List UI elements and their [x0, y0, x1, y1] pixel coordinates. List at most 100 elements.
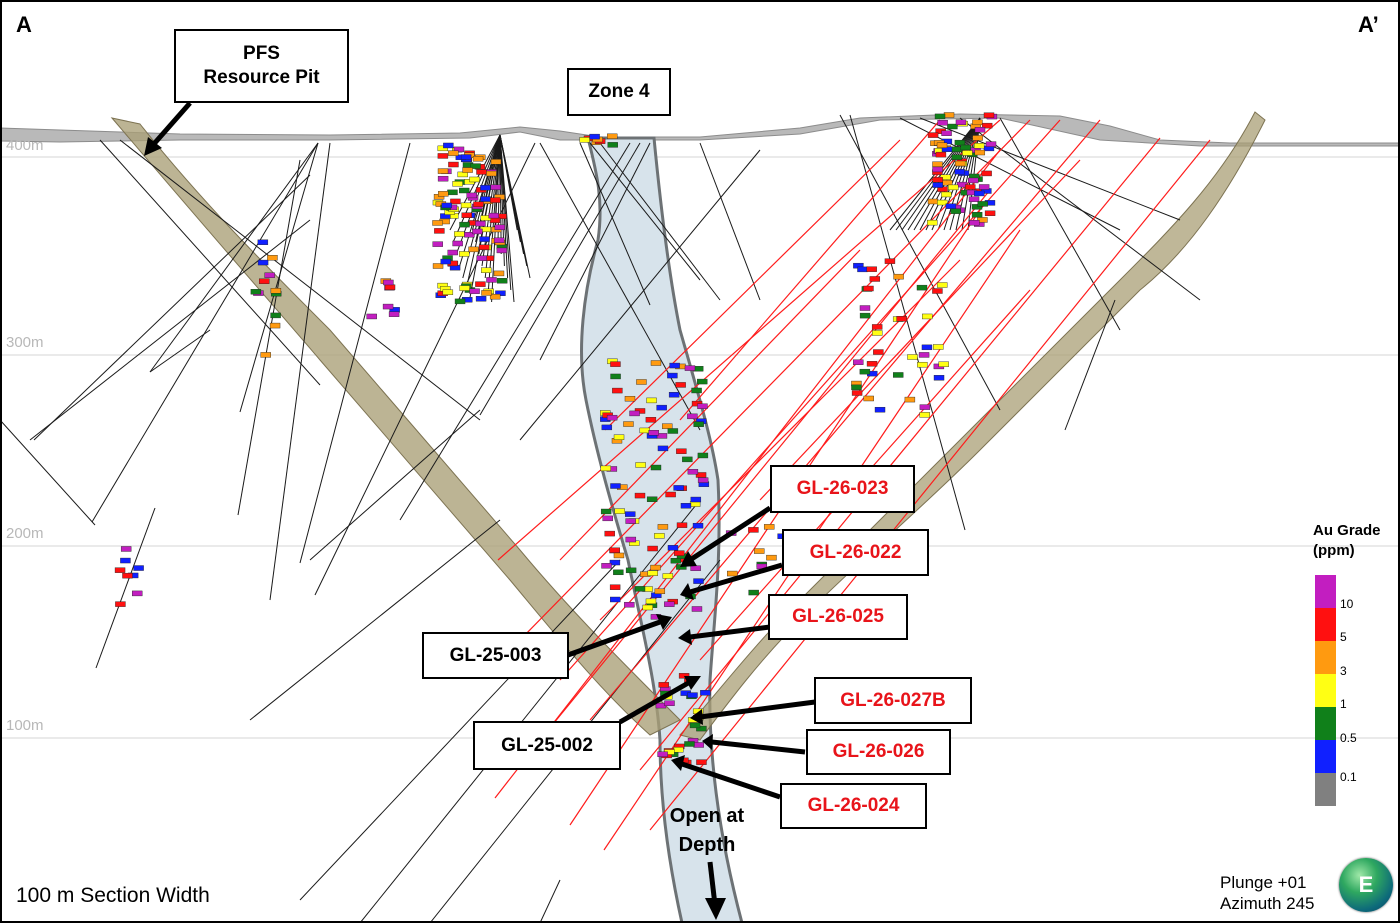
- assay-intercept: [954, 169, 965, 175]
- assay-intercept: [120, 546, 132, 552]
- assay-intercept: [480, 184, 491, 191]
- assay-intercept: [475, 296, 487, 302]
- assay-intercept: [984, 210, 996, 216]
- assay-intercept: [955, 119, 967, 126]
- hole-label-gl-25-003: GL-25-003: [422, 632, 569, 679]
- assay-intercept: [690, 496, 702, 503]
- assay-intercept: [859, 368, 871, 375]
- old-drill-trace: [149, 329, 211, 373]
- assay-intercept: [748, 589, 759, 596]
- old-drill-trace: [539, 142, 651, 361]
- old-drill-trace: [589, 142, 701, 281]
- assay-intercept: [440, 258, 451, 265]
- assay-intercept: [872, 330, 883, 336]
- old-drill-trace: [913, 117, 981, 231]
- assay-intercept: [973, 142, 985, 149]
- old-drill-trace: [249, 519, 501, 721]
- assay-intercept: [658, 682, 670, 688]
- assay-intercept: [977, 217, 988, 223]
- assay-intercept: [609, 584, 621, 590]
- assay-intercept: [936, 282, 948, 288]
- assay-intercept: [960, 144, 971, 151]
- assay-intercept: [636, 379, 647, 385]
- assay-intercept: [656, 404, 667, 411]
- assay-intercept: [942, 179, 953, 186]
- assay-intercept: [657, 751, 668, 757]
- assay-intercept: [432, 220, 443, 226]
- new-drill-trace: [589, 119, 1101, 721]
- assay-intercept: [907, 354, 918, 360]
- new-drill-trace: [569, 209, 981, 826]
- assay-intercept: [264, 272, 275, 278]
- assay-intercept: [859, 312, 871, 319]
- topography-surface: [0, 113, 1400, 147]
- legend-swatch: [1315, 641, 1336, 674]
- assay-intercept: [442, 289, 454, 295]
- assay-intercept: [270, 312, 281, 319]
- assay-intercept: [601, 424, 613, 431]
- assay-intercept: [972, 135, 983, 141]
- assay-intercept: [697, 378, 708, 385]
- azimuth-text: Azimuth 245: [1220, 894, 1315, 913]
- assay-intercept: [114, 567, 126, 573]
- assay-intercept: [951, 146, 962, 153]
- assay-intercept: [489, 293, 501, 300]
- legend-swatch: [1315, 608, 1336, 641]
- fault-zone-west: [110, 117, 681, 736]
- assay-intercept: [481, 267, 492, 273]
- assay-intercept: [664, 601, 675, 607]
- assay-intercept: [459, 187, 470, 194]
- assay-intercept: [866, 361, 878, 367]
- pfs-callout-line1: PFS: [243, 43, 280, 64]
- open-at-depth-line2: Depth: [678, 834, 736, 856]
- old-drill-trace: [479, 142, 641, 416]
- assay-intercept: [122, 572, 133, 579]
- assay-intercept: [871, 324, 883, 330]
- old-drill-trace: [849, 114, 966, 531]
- new-drill-trace: [559, 249, 861, 561]
- hole-label-gl-26-025: GL-26-025: [768, 594, 908, 640]
- legend-swatch: [1315, 707, 1336, 740]
- assay-intercept: [610, 483, 621, 489]
- assay-intercept: [667, 428, 679, 434]
- assay-intercept: [650, 464, 662, 471]
- assay-intercept: [936, 142, 948, 149]
- assay-intercept: [454, 231, 465, 237]
- old-drill-trace: [579, 142, 651, 306]
- assay-intercept: [476, 255, 488, 261]
- legend-label-3: 3: [1340, 664, 1347, 678]
- old-drill-trace: [699, 142, 761, 301]
- assay-intercept: [468, 246, 479, 253]
- assay-intercept: [657, 445, 669, 452]
- assay-intercept: [700, 690, 711, 696]
- assay-intercept: [434, 228, 445, 234]
- old-drill-trace: [33, 174, 311, 441]
- assay-intercept: [625, 518, 636, 524]
- old-drill-trace: [959, 117, 1201, 301]
- section-width-note: 100 m Section Width: [16, 884, 210, 907]
- assay-intercept: [461, 212, 472, 218]
- old-drill-trace: [999, 117, 1121, 331]
- assay-intercept: [937, 120, 948, 126]
- assay-intercept: [921, 344, 933, 351]
- legend-label-5: 5: [1340, 630, 1347, 644]
- assay-intercept: [971, 204, 983, 210]
- assay-intercept: [480, 196, 491, 202]
- assay-intercept: [866, 266, 877, 272]
- assay-intercept: [962, 150, 973, 156]
- new-drill-trace: [539, 189, 991, 741]
- assay-intercept: [657, 524, 669, 530]
- assay-intercept: [647, 545, 658, 552]
- assay-intercept: [612, 387, 623, 394]
- assay-intercept: [691, 606, 703, 612]
- assay-intercept: [624, 601, 635, 608]
- old-drill-trace: [519, 149, 761, 441]
- open-at-depth-callout: Open at Depth: [652, 802, 762, 860]
- assay-intercept: [606, 414, 618, 421]
- callout-leaders: [151, 101, 816, 906]
- old-drill-trace: [919, 117, 1181, 221]
- elevation-label-400m: 400m: [6, 137, 44, 154]
- assay-intercept: [680, 503, 692, 509]
- assay-intercept: [443, 142, 454, 149]
